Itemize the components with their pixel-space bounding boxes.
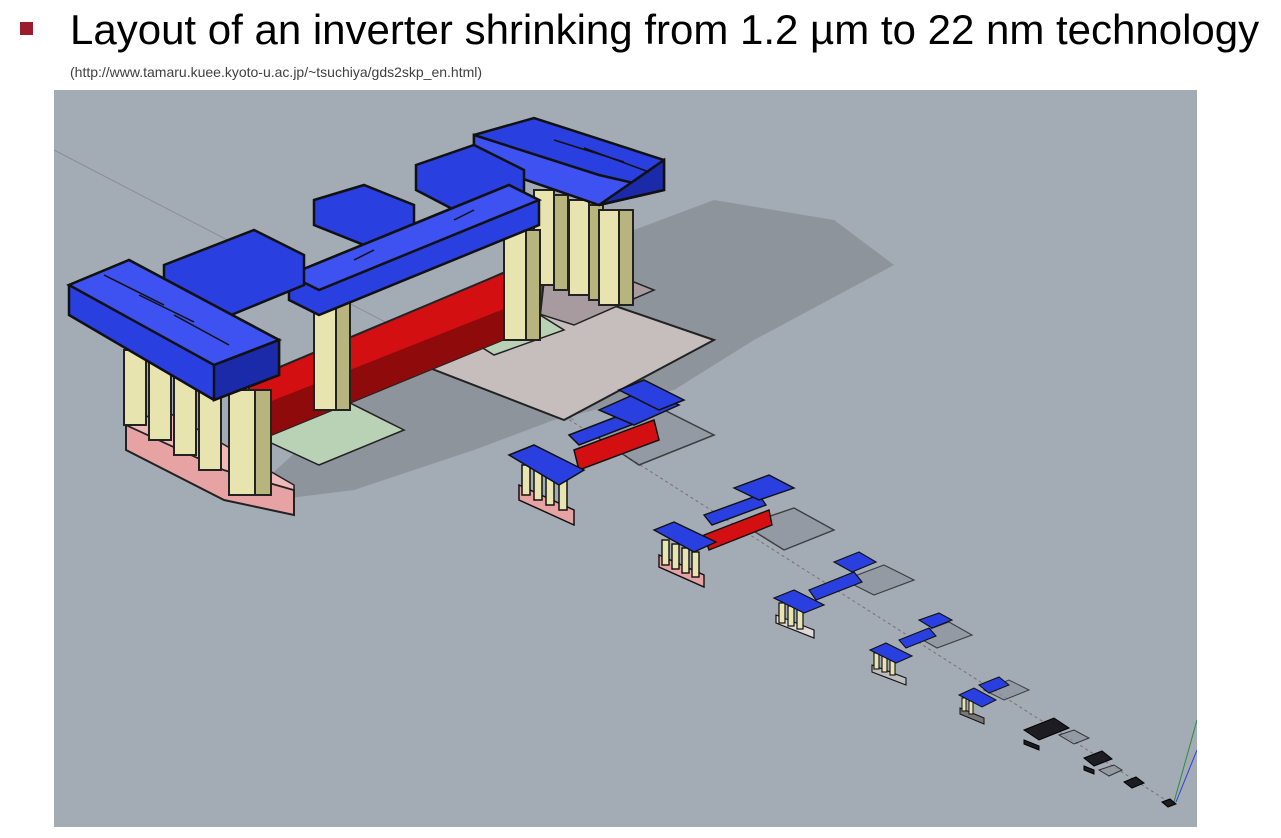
inverter-replica-9 (1161, 798, 1177, 808)
axis-line-green (1173, 719, 1197, 803)
inverter-render-svg (54, 90, 1197, 827)
inverter-replica-5 (957, 676, 1031, 725)
inverter-replica-2 (652, 474, 836, 589)
inverter-replica-7 (1083, 750, 1124, 777)
metal-segment-lines (103, 139, 650, 346)
inverter-replica-1 (507, 379, 716, 527)
inverter-replica-4 (868, 612, 974, 686)
slide-title: Layout of an inverter shrinking from 1.2… (70, 6, 1260, 53)
inverter-replica-8 (1123, 776, 1145, 789)
source-url: (http://www.tamaru.kuee.kyoto-u.ac.jp/~t… (70, 64, 483, 80)
bullet-marker (20, 22, 33, 35)
via-group-front (123, 349, 272, 496)
inverter-render-image (54, 90, 1197, 827)
inverter-replica-3 (772, 551, 916, 639)
axis-line-blue (1175, 749, 1197, 803)
inverter-replica-6 (1022, 717, 1091, 751)
